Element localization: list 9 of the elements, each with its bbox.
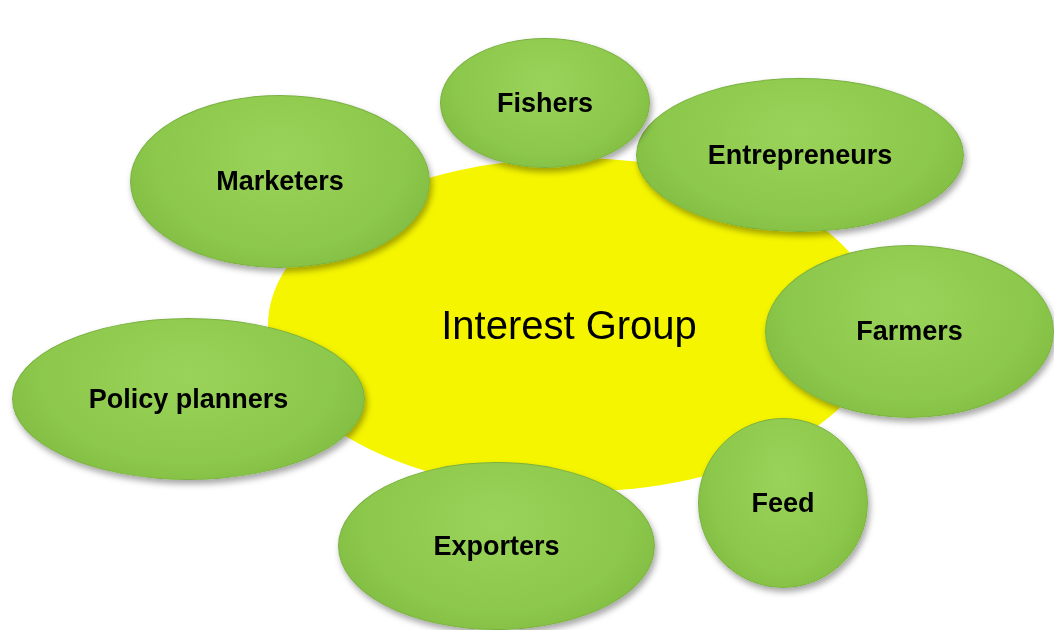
oval-label: Marketers: [216, 166, 344, 197]
oval-label: Policy planners: [88, 383, 289, 415]
oval: [698, 418, 868, 588]
oval-label: Exporters: [433, 530, 560, 562]
oval-label: Entrepreneurs: [707, 139, 893, 171]
oval-label: Fishers: [496, 87, 593, 119]
oval-label: Feed: [751, 487, 815, 519]
oval-label: Farmers: [856, 316, 963, 347]
oval-label: Interest Group: [441, 302, 697, 348]
